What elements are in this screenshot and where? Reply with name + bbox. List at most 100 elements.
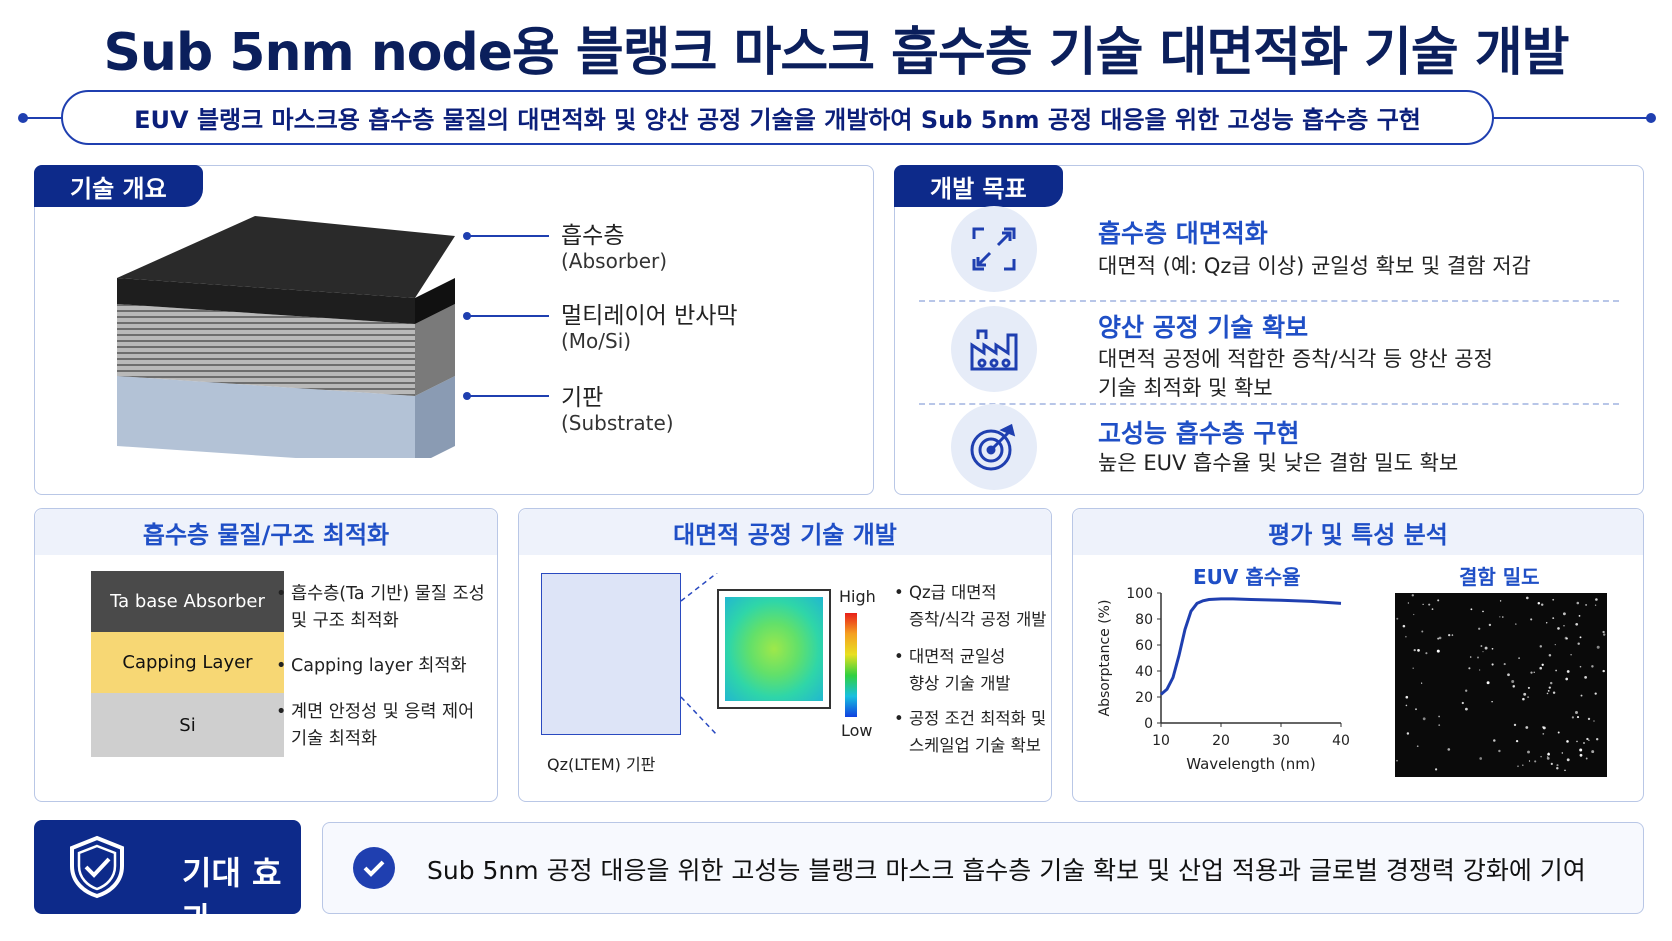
bullet-line: 기술 최적화 (291, 729, 378, 749)
uniformity-heatmap (725, 597, 823, 701)
evaluation-panel: 평가 및 특성 분석 EUV 흡수율 결함 밀도 0 20 40 60 80 100 10 2… (1072, 508, 1644, 802)
stack-capping-label: Capping Layer (122, 652, 253, 673)
goal-desc-large-area: 대면적 (예: Qz급 이상) 균일성 확보 및 결함 저감 (1098, 254, 1531, 278)
absorber-label: 흡수층 (561, 223, 625, 249)
bullet-line: 계면 안정성 및 응력 제어 (291, 702, 475, 722)
x-tick-label: 10 (1152, 733, 1170, 749)
goal-title-large-area: 흡수층 대면적화 (1098, 219, 1268, 248)
subtitle-left-line (20, 117, 62, 119)
multilayer-sub-label: (Mo/Si) (561, 329, 632, 353)
absorber-sub-label: (Absorber) (561, 249, 668, 273)
material-panel: 흡수층 물질/구조 최적화 Ta base Absorber Capping L… (34, 508, 498, 802)
y-tick-label: 100 (1126, 586, 1153, 602)
bullet-line: 증착/식각 공정 개발 (909, 610, 1047, 629)
goal-desc-high-performance: 높은 EUV 흡수율 및 낮은 결함 밀도 확보 (1098, 451, 1459, 475)
effect-badge: 기대 효과 (34, 820, 301, 938)
goal-desc-mass-production-2: 기술 최적화 및 확보 (1098, 376, 1273, 400)
material-bullet: 계면 안정성 및 응력 제어 기술 최적화 (276, 699, 475, 753)
check-icon (353, 847, 395, 889)
evaluation-header: 평가 및 특성 분석 (1073, 509, 1643, 555)
scale-high-label: High (839, 587, 876, 606)
absorber-leader (469, 235, 549, 237)
x-axis-label: Wavelength (nm) (1186, 755, 1316, 773)
zoom-lines (681, 573, 718, 735)
stack-si-label: Si (179, 714, 196, 736)
goal-title-mass-production: 양산 공정 기술 확보 (1098, 313, 1309, 342)
target-icon (951, 404, 1037, 490)
overview-tab: 기술 개요 (34, 165, 203, 207)
material-bullet: 흡수층(Ta 기반) 물질 조성 및 구조 최적화 (276, 581, 485, 635)
scale-low-label: Low (841, 721, 873, 740)
goals-panel: 개발 목표 흡수층 대면적화 대면적 (예: Qz급 이상) 균일성 확보 및 … (894, 165, 1644, 495)
x-tick-label: 40 (1332, 733, 1350, 749)
bullet-line: 흡수층(Ta 기반) 물질 조성 (291, 584, 485, 604)
absorber-top (117, 216, 455, 298)
goal-separator (919, 403, 1619, 405)
expand-arrows-icon (951, 206, 1037, 292)
shield-check-icon (70, 835, 124, 899)
defect-density-map (1395, 593, 1607, 777)
effect-text: Sub 5nm 공정 대응을 위한 고성능 블랭크 마스크 흡수층 기술 확보 … (427, 856, 1586, 885)
effect-panel: Sub 5nm 공정 대응을 위한 고성능 블랭크 마스크 흡수층 기술 확보 … (322, 822, 1644, 914)
substrate-leader-dot (463, 392, 471, 400)
absorptance-line (1160, 597, 1342, 696)
factory-icon (951, 306, 1037, 392)
goal-separator (919, 300, 1619, 302)
substrate-label: 기판 (561, 385, 604, 411)
bullet-line: 향상 기술 개발 (909, 674, 1011, 693)
bullet-line: 스케일업 기술 확보 (909, 736, 1041, 755)
goal-desc-mass-production-1: 대면적 공정에 적합한 증착/식각 등 양산 공정 (1098, 347, 1493, 371)
absorber-front (117, 278, 415, 324)
bullet-line: Qz급 대면적 (909, 583, 997, 602)
multilayer-side (415, 304, 455, 396)
stack-absorber: Ta base Absorber (91, 571, 284, 632)
material-header: 흡수층 물질/구조 최적화 (35, 509, 497, 555)
x-tick-label: 30 (1272, 733, 1290, 749)
bullet-line: 및 구조 최적화 (291, 611, 399, 631)
goal-title-high-performance: 고성능 흡수층 구현 (1098, 419, 1300, 448)
process-bullet: 대면적 균일성 향상 기술 개발 (894, 643, 1011, 697)
y-axis-label: Absorptance (%) (1097, 600, 1113, 717)
process-panel: 대면적 공정 기술 개발 High Low Qz(LTEM) 기판 Qz급 대면… (518, 508, 1052, 802)
stack-absorber-label: Ta base Absorber (110, 591, 265, 612)
multilayer-front (117, 304, 415, 396)
multilayer-leader-dot (463, 312, 471, 320)
qz-substrate (541, 573, 681, 735)
material-bullet: Capping layer 최적화 (276, 653, 467, 680)
x-tick-label: 20 (1212, 733, 1230, 749)
substrate-side (415, 376, 455, 458)
absorber-side (415, 278, 455, 324)
y-tick-label: 80 (1135, 612, 1153, 628)
effect-title: 기대 효과 (182, 854, 282, 938)
process-bullet: 공정 조건 최적화 및 스케일업 기술 확보 (894, 705, 1047, 759)
subtitle-right-dot (1646, 113, 1656, 123)
process-header: 대면적 공정 기술 개발 (519, 509, 1051, 555)
substrate-leader (469, 395, 549, 397)
y-tick-label: 0 (1144, 716, 1153, 732)
process-bullet: Qz급 대면적 증착/식각 공정 개발 (894, 579, 1047, 633)
substrate-sub-label: (Substrate) (561, 411, 674, 435)
subtitle-right-line (1492, 117, 1654, 119)
bullet-line: Capping layer 최적화 (291, 656, 467, 676)
defect-density-title: 결함 밀도 (1459, 565, 1540, 589)
y-tick-label: 60 (1135, 638, 1153, 654)
goals-tab: 개발 목표 (894, 165, 1063, 207)
page-title: Sub 5nm node용 블랭크 마스크 흡수층 기술 대면적화 기술 개발 (103, 23, 1569, 83)
subtitle-text: EUV 블랭크 마스크용 흡수층 물질의 대면적화 및 양산 공정 기술을 개발… (134, 106, 1421, 134)
subtitle-banner: EUV 블랭크 마스크용 흡수층 물질의 대면적화 및 양산 공정 기술을 개발… (61, 90, 1494, 145)
y-tick-label: 20 (1135, 690, 1153, 706)
overview-panel: 기술 개요 흡수층 (Absorber) 멀티레이어 반사막 (Mo/Si) 기… (34, 165, 874, 495)
layer-stack-illustration (117, 216, 455, 458)
stack-capping: Capping Layer (91, 632, 284, 693)
absorber-leader-dot (463, 232, 471, 240)
stack-si: Si (91, 693, 284, 757)
y-tick-label: 40 (1135, 664, 1153, 680)
subtitle-left-dot (18, 113, 28, 123)
bullet-line: 대면적 균일성 (909, 647, 1006, 666)
bullet-line: 공정 조건 최적화 및 (909, 709, 1047, 728)
substrate-front (117, 376, 415, 458)
multilayer-label: 멀티레이어 반사막 (561, 303, 738, 329)
absorptance-chart-title: EUV 흡수율 (1193, 565, 1301, 589)
multilayer-leader (469, 315, 549, 317)
